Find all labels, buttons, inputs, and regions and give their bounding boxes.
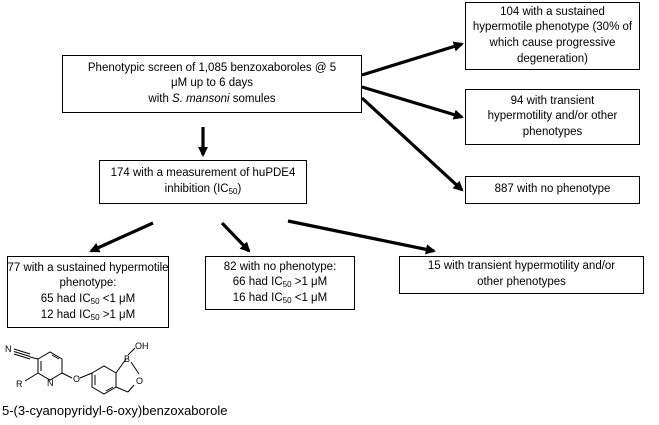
atom-b: B [124,354,130,364]
atom-n-ring: N [47,378,54,388]
transient-phenotype-box: 94 with transient hypermotility and/or o… [465,89,640,145]
atom-n-nitrile: N [5,344,12,354]
structure-caption: 5-(3-cyanopyridyl-6-oxy)benzoxaborole [2,403,228,418]
screen-box: Phenotypic screen of 1,085 benzoxaborole… [62,55,362,113]
arrow-to-transient [361,85,464,120]
arrow-to-bottom-none [220,221,251,253]
arrow-to-no-phenotype [360,96,464,192]
arrow-to-bottom-transient [287,219,437,255]
sustained-phenotype-box: 104 with a sustained hypermotile phenoty… [465,2,640,70]
arrow-to-bottom-sustained [89,221,154,253]
atom-o-ring: O [136,376,143,386]
species-name: S. mansoni [172,92,230,105]
arrow-to-sustained [361,41,464,77]
pde4-measurement-box: 174 with a measurement of huPDE4 inhibit… [99,160,307,204]
atom-oh: OH [135,342,149,351]
benzoxaborole-structure: N R N O B OH O [5,342,149,395]
bottom-no-phenotype-box: 82 with no phenotype: 66 had IC50 >1 μM … [205,256,355,310]
atom-o-ether: O [73,374,80,384]
screen-line-1: Phenotypic screen of 1,085 benzoxaborole… [87,61,337,74]
no-phenotype-box: 887 with no phenotype [465,176,640,204]
screen-line-2: μM up to 6 days [170,77,254,90]
screen-line-3: with S. mansoni somules [148,92,276,105]
atom-r: R [16,379,23,389]
bottom-sustained-box: 77 with a sustained hypermotile phenotyp… [7,256,169,328]
bottom-transient-box: 15 with transient hypermotility and/or o… [399,256,644,294]
